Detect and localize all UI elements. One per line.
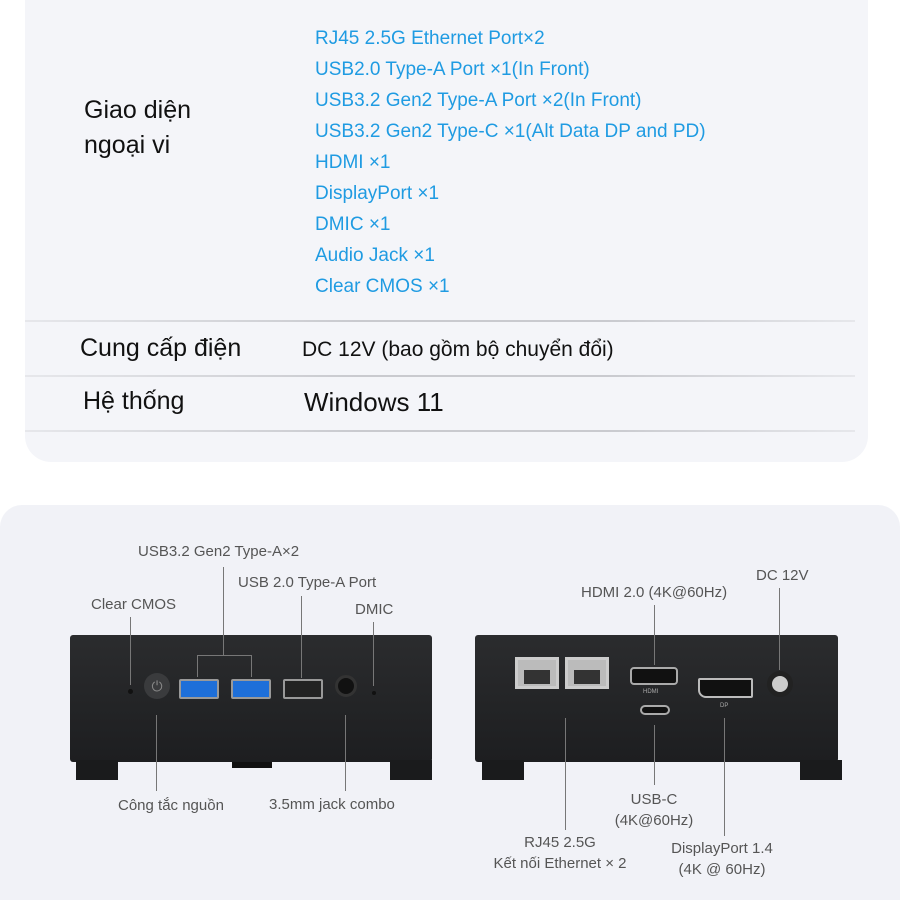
power-label: Cung cấp điện bbox=[80, 334, 242, 362]
rj45-port bbox=[515, 657, 559, 689]
rj45-caption-line2: Kết nối Ethernet × 2 bbox=[493, 855, 627, 872]
usb2-port bbox=[283, 679, 323, 699]
dmic-caption: DMIC bbox=[355, 601, 394, 618]
dmic-hole bbox=[372, 691, 376, 695]
divider bbox=[25, 375, 855, 377]
usbc-caption-line2: (4K@60Hz) bbox=[614, 812, 694, 829]
leader-line bbox=[223, 567, 224, 656]
list-item: USB3.2 Gen2 Type-C ×1(Alt Data DP and PD… bbox=[315, 121, 706, 142]
clear-cmos-caption: Clear CMOS bbox=[91, 596, 177, 613]
os-label: Hệ thống bbox=[83, 387, 185, 415]
dc-caption: DC 12V bbox=[756, 567, 809, 584]
device-latch bbox=[232, 762, 272, 768]
usb32-caption: USB3.2 Gen2 Type-A×2 bbox=[138, 543, 300, 560]
device-foot bbox=[390, 760, 432, 780]
dp-caption-line2: (4K @ 60Hz) bbox=[678, 861, 766, 878]
dp-mark: DP bbox=[720, 703, 729, 709]
leader-line bbox=[724, 718, 725, 836]
os-value: Windows 11 bbox=[304, 387, 444, 417]
displayport-port bbox=[698, 678, 753, 698]
ports-list: RJ45 2.5G Ethernet Port×2 USB2.0 Type-A … bbox=[315, 23, 706, 302]
list-item: HDMI ×1 bbox=[315, 152, 391, 173]
power-caption: Công tắc nguồn bbox=[118, 797, 224, 814]
divider bbox=[25, 430, 855, 432]
leader-line bbox=[654, 725, 655, 785]
dp-caption-line1: DisplayPort 1.4 bbox=[671, 840, 773, 857]
list-item: USB2.0 Type-A Port ×1(In Front) bbox=[315, 59, 590, 80]
leader-line bbox=[779, 588, 780, 670]
leader-line bbox=[156, 715, 157, 791]
leader-line bbox=[345, 715, 346, 791]
leader-line bbox=[130, 617, 131, 685]
leader-line bbox=[301, 596, 302, 678]
ports-label-line1: Giao diện bbox=[84, 96, 192, 124]
ports-label: Giao diện ngoại vi bbox=[84, 93, 191, 163]
rj45-port bbox=[565, 657, 609, 689]
usbc-caption-line1: USB-C bbox=[630, 791, 678, 808]
list-item: Clear CMOS ×1 bbox=[315, 276, 450, 297]
leader-line bbox=[373, 622, 374, 686]
list-item: Audio Jack ×1 bbox=[315, 245, 435, 266]
ports-label-line2: ngoại vi bbox=[84, 131, 171, 159]
leader-line bbox=[197, 655, 198, 677]
usbc-caption: USB-C (4K@60Hz) bbox=[610, 789, 698, 831]
power-value: DC 12V (bao gồm bộ chuyển đổi) bbox=[302, 338, 614, 361]
power-icon[interactable]: ⏻ bbox=[144, 673, 170, 699]
jack-caption: 3.5mm jack combo bbox=[269, 796, 395, 813]
dc-jack bbox=[767, 671, 793, 697]
usb3-port bbox=[179, 679, 219, 699]
clear-cmos-hole bbox=[128, 689, 133, 694]
hdmi-mark: HDMI bbox=[643, 689, 659, 695]
device-foot bbox=[800, 760, 842, 780]
rj45-caption-line1: RJ45 2.5G bbox=[524, 834, 596, 851]
audio-jack bbox=[335, 675, 357, 697]
leader-line bbox=[197, 655, 252, 656]
device-foot bbox=[482, 760, 524, 780]
device-foot bbox=[76, 760, 118, 780]
list-item: RJ45 2.5G Ethernet Port×2 bbox=[315, 28, 545, 49]
spec-card bbox=[25, 0, 868, 462]
divider bbox=[25, 320, 855, 322]
list-item: DMIC ×1 bbox=[315, 214, 391, 235]
rj45-caption: RJ45 2.5G Kết nối Ethernet × 2 bbox=[485, 832, 635, 874]
hdmi-caption: HDMI 2.0 (4K@60Hz) bbox=[581, 584, 728, 601]
leader-line bbox=[565, 718, 566, 830]
list-item: DisplayPort ×1 bbox=[315, 183, 440, 204]
hdmi-port bbox=[630, 667, 678, 685]
usb20-caption: USB 2.0 Type-A Port bbox=[238, 574, 377, 591]
leader-line bbox=[251, 655, 252, 677]
usb3-port bbox=[231, 679, 271, 699]
leader-line bbox=[654, 605, 655, 665]
dp-caption: DisplayPort 1.4 (4K @ 60Hz) bbox=[662, 838, 782, 880]
back-device bbox=[475, 635, 838, 762]
list-item: USB3.2 Gen2 Type-A Port ×2(In Front) bbox=[315, 90, 642, 111]
usb-c-port bbox=[640, 705, 670, 715]
